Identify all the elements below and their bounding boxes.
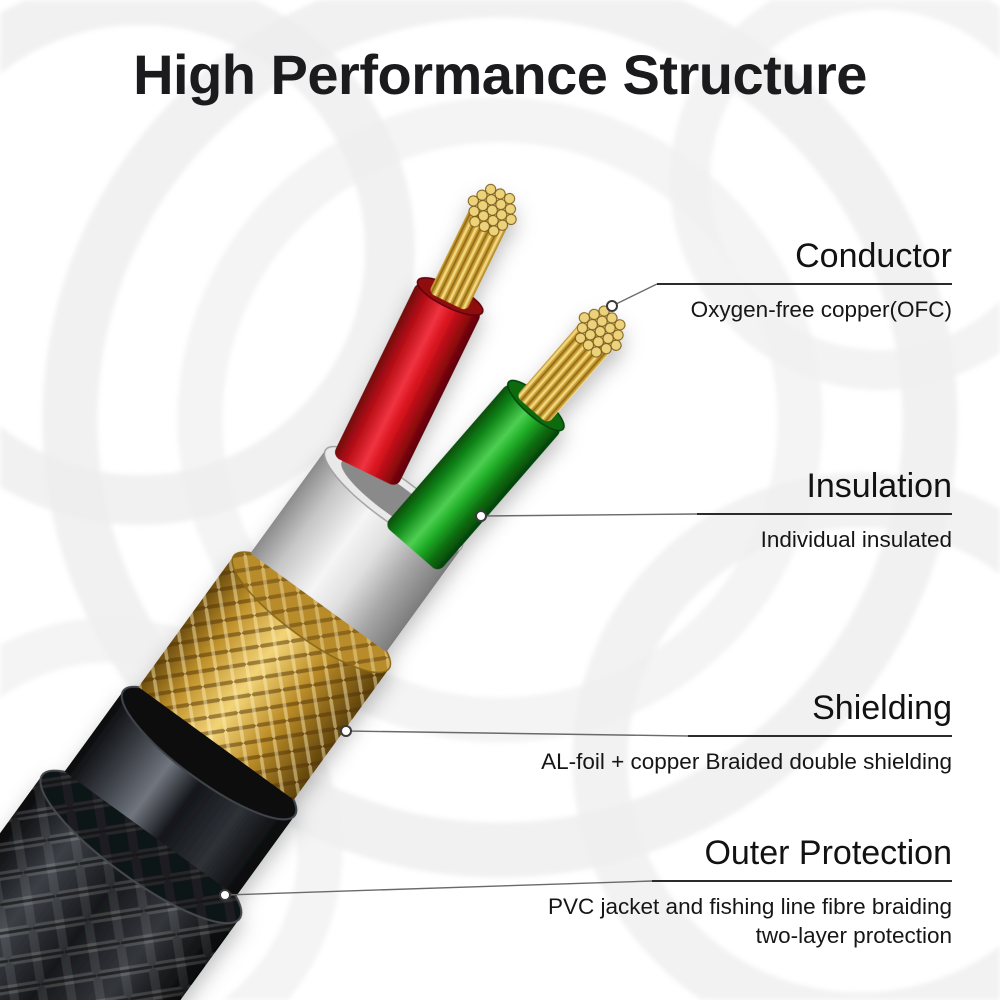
- copper-strands-red: [430, 208, 507, 310]
- green-insulated-wire: [387, 296, 636, 570]
- shielding-dot: [340, 725, 352, 737]
- page-title: High Performance Structure: [133, 43, 867, 106]
- callout-shielding: Shielding AL-foil + copper Braided doubl…: [472, 687, 952, 776]
- insulation-dot: [475, 510, 487, 522]
- callout-dots: [219, 300, 618, 901]
- callout-description: AL-foil + copper Braided double shieldin…: [541, 748, 952, 774]
- callout-underline: [652, 879, 952, 882]
- callout-conductor: Conductor Oxygen-free copper(OFC): [472, 235, 952, 324]
- callout-heading: Insulation: [806, 467, 952, 505]
- callout-insulation: Insulation Individual insulated: [472, 465, 952, 554]
- callout-description-line2: two-layer protection: [755, 923, 952, 949]
- fibre-braid-jacket: [0, 769, 243, 1000]
- callout-underline: [688, 734, 952, 737]
- cable-group: [0, 177, 636, 1000]
- callout-heading: Outer Protection: [704, 834, 952, 872]
- callout-description: Oxygen-free copper(OFC): [690, 296, 952, 322]
- outer-protection-dot: [219, 889, 231, 901]
- red-insulated-wire: [334, 177, 527, 485]
- callout-description: Individual insulated: [760, 526, 952, 552]
- callout-outer-protection: Outer Protection PVC jacket and fishing …: [472, 832, 952, 951]
- callout-connectors: [224, 283, 698, 896]
- callout-heading: Shielding: [812, 689, 952, 727]
- conductor-dot: [606, 300, 618, 312]
- callout-description: PVC jacket and fishing line fibre braidi…: [472, 892, 952, 951]
- copper-braid-shield: [138, 551, 392, 800]
- callout-underline: [657, 282, 952, 285]
- callout-heading: Conductor: [795, 237, 952, 275]
- callout-underline: [697, 512, 952, 515]
- callout-description-line1: PVC jacket and fishing line fibre braidi…: [548, 893, 952, 919]
